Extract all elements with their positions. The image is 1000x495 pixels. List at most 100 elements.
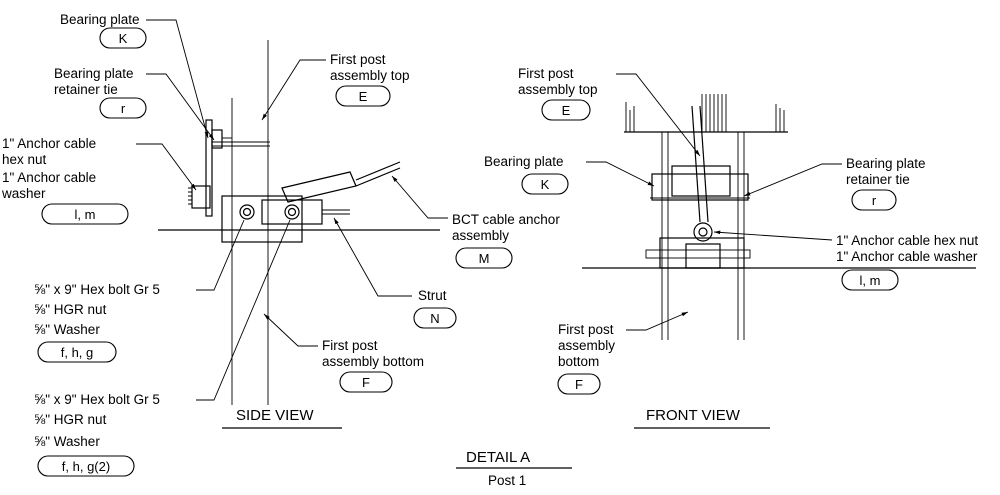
label-text: Bearing plate [846, 156, 926, 171]
label-text: First post [518, 66, 574, 81]
anchor-nut-shape [191, 185, 211, 209]
tag-bubble [99, 97, 147, 119]
label-bolt-lower: ⅝" x 9" Hex bolt Gr 5 ⅝" HGR nut ⅝" Wash… [34, 219, 291, 477]
label-text: Bearing plate [60, 12, 140, 27]
label-text: ⅝" Washer [34, 322, 100, 337]
label-anchor-nut-side: 1" Anchor cable hex nut 1" Anchor cable … [1, 136, 197, 225]
label-bolt-upper: ⅝" x 9" Hex bolt Gr 5 ⅝" HGR nut ⅝" Wash… [34, 219, 245, 363]
leader-line [136, 143, 197, 191]
label-text: First post [558, 322, 614, 337]
tag-bubble [455, 247, 513, 269]
detail-subtitle: Post 1 [488, 473, 526, 488]
label-post-top-side: First post assembly top E [261, 52, 410, 121]
label-text: retainer tie [54, 82, 118, 97]
label-text: BCT cable anchor [452, 212, 560, 227]
bct-sleeve-shape [281, 171, 357, 203]
label-text: ⅝" x 9" Hex bolt Gr 5 [34, 392, 160, 407]
leader-line [616, 73, 701, 157]
label-bearing-plate-side: Bearing plate K [60, 12, 209, 139]
label-text: ⅝" x 9" Hex bolt Gr 5 [34, 282, 160, 297]
label-text: assembly bottom [322, 354, 424, 369]
label-text: 1" Anchor cable [2, 170, 96, 185]
label-bearing-plate-front: Bearing plate K [484, 154, 655, 195]
tag-bubble [851, 189, 897, 211]
label-text: assembly top [330, 68, 410, 83]
label-text: bottom [558, 354, 599, 369]
front-bearing-block [671, 165, 731, 197]
tag-bubble [41, 203, 129, 225]
tag-text: r [872, 193, 877, 208]
bolt-inner-1 [242, 207, 252, 217]
label-text: Bearing plate [484, 154, 564, 169]
leader-line [743, 163, 842, 197]
front-view-drawing [582, 94, 976, 340]
front-anchor-nut [693, 222, 713, 242]
tag-text: M [479, 251, 490, 266]
anchor-bracket-shape [221, 195, 303, 243]
label-text: assembly top [518, 82, 598, 97]
label-text: ⅝" Washer [34, 434, 100, 449]
tag-bubble [99, 27, 147, 49]
label-post-bottom-side: First post assembly bottom F [263, 313, 424, 393]
front-cable-a [691, 105, 701, 223]
tag-bubble [37, 455, 135, 477]
tag-text: E [562, 103, 571, 118]
leader-line [626, 311, 689, 331]
label-text: hex nut [2, 152, 47, 167]
label-post-top-front: First post assembly top E [518, 66, 701, 157]
tag-text: f, h, g(2) [62, 459, 110, 474]
label-retainer-tie-front: Bearing plate retainer tie r [743, 156, 926, 211]
label-text: 1" Anchor cable [2, 136, 96, 151]
tag-text: E [359, 89, 368, 104]
leader-line [333, 217, 412, 297]
tag-bubble [335, 85, 391, 107]
tag-text: l, m [75, 207, 96, 222]
side-view-title: SIDE VIEW [236, 407, 314, 424]
label-anchor-nut-front: 1" Anchor cable hex nut 1" Anchor cable … [713, 230, 978, 291]
label-strut: Strut N [333, 217, 457, 329]
bearing-plate-shape [205, 119, 213, 217]
tag-text: F [362, 375, 370, 390]
label-retainer-tie-side: Bearing plate retainer tie r [54, 66, 215, 141]
label-text: ⅝" HGR nut [34, 412, 107, 427]
tag-bubble [557, 373, 601, 395]
tag-bubble [521, 173, 569, 195]
label-bct-anchor: BCT cable anchor assembly M [391, 175, 560, 269]
tag-bubble [339, 371, 393, 393]
tag-bubble [413, 307, 457, 329]
tag-bubble [841, 269, 899, 291]
leader-line [146, 19, 209, 139]
label-text: First post [322, 338, 378, 353]
bolt-circle-2 [284, 204, 300, 220]
label-text: First post [330, 52, 386, 67]
front-view-title: FRONT VIEW [646, 407, 741, 424]
bct-cable-bottom [355, 167, 401, 187]
side-view-drawing [158, 40, 440, 405]
leader-line [713, 230, 833, 241]
tag-bubble [541, 99, 591, 121]
anchor-slot-plate [261, 199, 323, 225]
front-bolt-bar [645, 249, 751, 259]
tag-text: N [430, 311, 439, 326]
tag-bubble [37, 341, 117, 363]
leader-line [146, 73, 215, 141]
tag-text: l, m [860, 273, 881, 288]
leader-line [263, 313, 318, 347]
leader-line [261, 59, 326, 121]
leader-line [196, 219, 291, 401]
label-text: Strut [418, 288, 447, 303]
bolt-circle-1 [239, 204, 255, 220]
label-text: assembly [558, 338, 615, 353]
post-top-flange-ticks [625, 102, 785, 132]
label-text: 1" Anchor cable hex nut [836, 233, 978, 248]
label-text: assembly [452, 228, 509, 243]
front-anchor-bracket [659, 237, 745, 269]
label-text: ⅝" HGR nut [34, 302, 107, 317]
tag-text: r [121, 101, 126, 116]
tag-text: f, h, g [61, 345, 94, 360]
label-text: washer [1, 186, 46, 201]
front-cable-b [699, 105, 709, 223]
front-anchor-block [685, 243, 721, 269]
